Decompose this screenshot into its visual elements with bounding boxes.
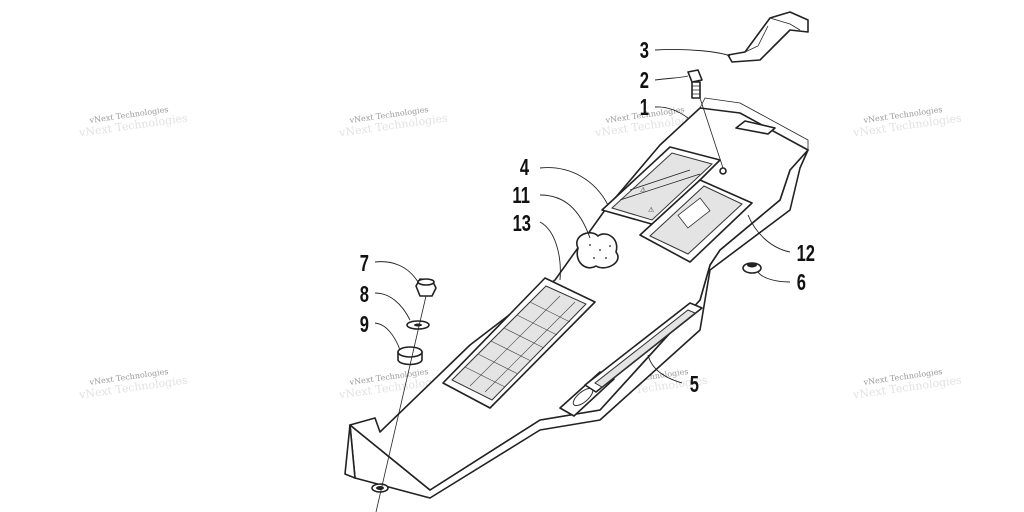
callout-6: 6 xyxy=(797,270,806,295)
callout-7: 7 xyxy=(360,251,369,276)
washer-8 xyxy=(406,320,430,330)
stud-line xyxy=(375,295,427,512)
callout-labels: 3 2 1 4 11 13 7 8 9 12 6 5 xyxy=(360,38,815,397)
callout-3: 3 xyxy=(640,38,649,63)
watermark: vNext Technologies vNext Technologies xyxy=(77,105,188,140)
svg-text:⚠: ⚠ xyxy=(648,206,655,214)
callout-9: 9 xyxy=(360,312,369,337)
nut-7 xyxy=(415,278,437,297)
spacer-9 xyxy=(397,346,423,366)
callout-4: 4 xyxy=(520,155,530,180)
watermark: vNext Technologies vNext Technologies xyxy=(337,105,448,140)
watermark: vNext Technologies vNext Technologies xyxy=(851,105,962,140)
bolt-axis-line xyxy=(699,97,724,169)
decal-13 xyxy=(442,277,596,409)
callout-8: 8 xyxy=(360,282,369,307)
watermark: vNext Technologies vNext Technologies xyxy=(851,367,962,402)
leader-lines xyxy=(374,49,791,384)
bolt-2 xyxy=(687,69,703,99)
screw-hole-1 xyxy=(719,167,727,175)
grommet-6 xyxy=(742,262,762,274)
decal-5 xyxy=(559,302,703,417)
callout-1: 1 xyxy=(640,95,649,120)
svg-text:⚠: ⚠ xyxy=(640,186,647,194)
callout-5: 5 xyxy=(690,372,699,397)
callout-13: 13 xyxy=(513,211,531,236)
decal-4: ⚠ xyxy=(601,146,721,226)
watermark: vNext Technologies vNext Technologies xyxy=(77,367,188,402)
callout-11: 11 xyxy=(512,183,530,208)
decal-12: ⚠ xyxy=(639,179,753,263)
handle-3 xyxy=(727,11,809,63)
callout-2: 2 xyxy=(640,68,649,93)
callout-12: 12 xyxy=(797,241,815,266)
foam-pad-11 xyxy=(576,232,619,269)
